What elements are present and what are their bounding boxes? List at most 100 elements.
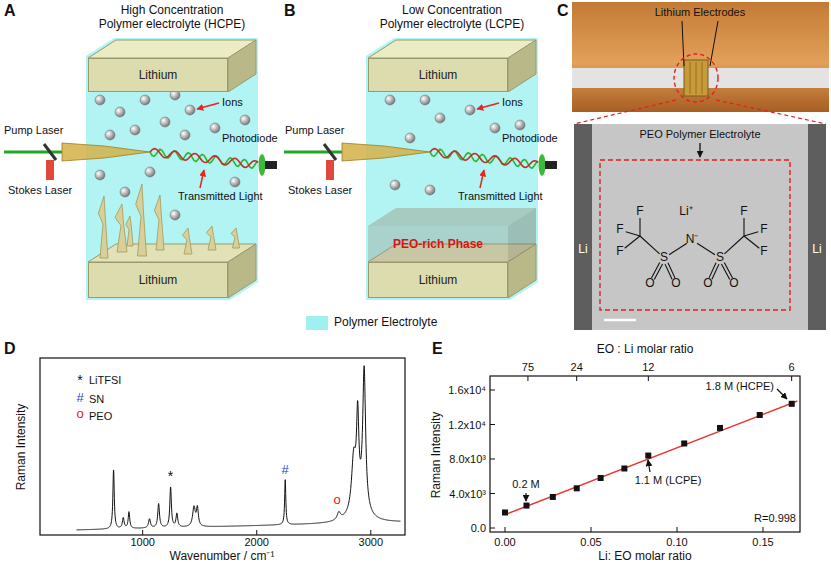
axis-tick [490, 493, 495, 494]
photo-panel [572, 2, 829, 330]
tick-label: 4.0x10³ [449, 487, 486, 500]
data-point [502, 509, 508, 515]
ion [435, 113, 445, 123]
chemical-bond [724, 263, 732, 278]
callout-label: Ions [502, 96, 523, 109]
axis-tick [490, 390, 495, 391]
lithium-dendrite [98, 196, 108, 258]
axis-tick [576, 376, 577, 381]
stokes-beam [326, 160, 334, 180]
axis-tick [256, 530, 257, 535]
chemical-bond [724, 236, 744, 254]
ion [130, 125, 140, 135]
annotation: R=0.998 [754, 512, 796, 525]
legend-item: PEO [89, 410, 112, 423]
electrode-side-face [228, 40, 256, 92]
tick-label: 1000 [130, 536, 154, 549]
electrode-side-face [508, 40, 536, 92]
chemical-bond [709, 263, 716, 278]
electrode-top-face [368, 40, 536, 58]
chemical-bond [743, 218, 744, 236]
phase-side-face [508, 208, 536, 262]
ion [95, 170, 105, 180]
chemical-bond [625, 236, 640, 248]
axis-tick [490, 424, 495, 425]
legend-symbol: * [77, 372, 82, 388]
lithium-dendrite [206, 226, 216, 250]
peak-marker: # [282, 463, 289, 478]
pointer-arrow [699, 143, 700, 157]
atom-symbol: F [616, 223, 623, 237]
axis-tick [490, 459, 495, 460]
data-point [550, 494, 556, 500]
pointer-arrow [648, 460, 650, 472]
scale-bar [604, 319, 636, 322]
panel-letter: B [284, 2, 296, 20]
electrode-label: Lithium [139, 273, 178, 287]
atom-symbol: S [716, 251, 724, 265]
light-wave [150, 149, 258, 168]
electrode-label: Li [812, 243, 821, 257]
legend-text: Polymer Electrolyte [334, 316, 437, 330]
axis-title: Wavenumber / cm⁻¹ [170, 550, 275, 564]
axis-tick [677, 527, 678, 532]
atom-symbol: O [645, 277, 654, 291]
tick-label: 0.15 [752, 536, 773, 549]
chemical-bond [721, 264, 729, 279]
tick-label: 12 [642, 361, 654, 374]
peak-marker: o [334, 494, 341, 509]
focused-beam [62, 143, 150, 161]
legend-item: SN [89, 393, 104, 406]
atom-symbol: O [703, 277, 712, 291]
sample-cell [4, 38, 277, 300]
atom-symbol: F [740, 205, 747, 219]
data-point [598, 475, 604, 481]
photodiode-body [545, 161, 557, 169]
calibration-chart [490, 376, 800, 532]
chemical-bond [651, 263, 659, 278]
ion [420, 95, 430, 105]
ion [145, 167, 155, 177]
annotation: 1.1 M (LCPE) [635, 474, 702, 487]
callout-arrow [480, 170, 484, 188]
zoom-frame [600, 160, 790, 310]
electrode-side-face [228, 244, 256, 298]
axis-title: Li: EO molar ratio [598, 550, 691, 564]
zoom-line [574, 100, 676, 124]
tick-label: 0.0 [471, 522, 486, 535]
callout-label: Ions [222, 96, 243, 109]
legend-text: SN [89, 393, 104, 406]
ion [185, 105, 195, 115]
legend-text: PEO [89, 410, 112, 423]
callout-label: Pump Laser [285, 124, 344, 137]
axis-tick [490, 528, 495, 529]
axis-tick [763, 527, 764, 532]
light-wave [150, 149, 258, 168]
chemical-bond [712, 264, 719, 279]
film-texture [696, 62, 697, 94]
legend-item: LiTFSI [89, 374, 121, 387]
atom-symbol: N⁻ [686, 233, 699, 247]
data-point [681, 440, 687, 446]
ion [115, 107, 125, 117]
lithium-strip [574, 124, 592, 330]
data-point [645, 453, 651, 459]
annotation: 1.8 M (HCPE) [706, 380, 774, 393]
axis-title: Raman Intensity [15, 404, 29, 491]
axis-tick [505, 527, 506, 532]
stokes-beam [46, 160, 54, 180]
cell-photo [572, 2, 829, 112]
axis-title: Raman Intensity [430, 412, 444, 499]
ion [95, 95, 105, 105]
film-texture [702, 62, 703, 94]
legend-text: LiTFSI [89, 374, 121, 387]
legend-swatch [306, 316, 328, 330]
ion [515, 120, 525, 130]
lithium-dendrite [182, 228, 192, 254]
tick-label: 75 [522, 361, 534, 374]
panel-letter: D [4, 340, 16, 358]
light-wave [430, 149, 538, 168]
tick-label: 1.6x10⁴ [448, 384, 486, 397]
electrode-label: Lithium [419, 68, 458, 82]
